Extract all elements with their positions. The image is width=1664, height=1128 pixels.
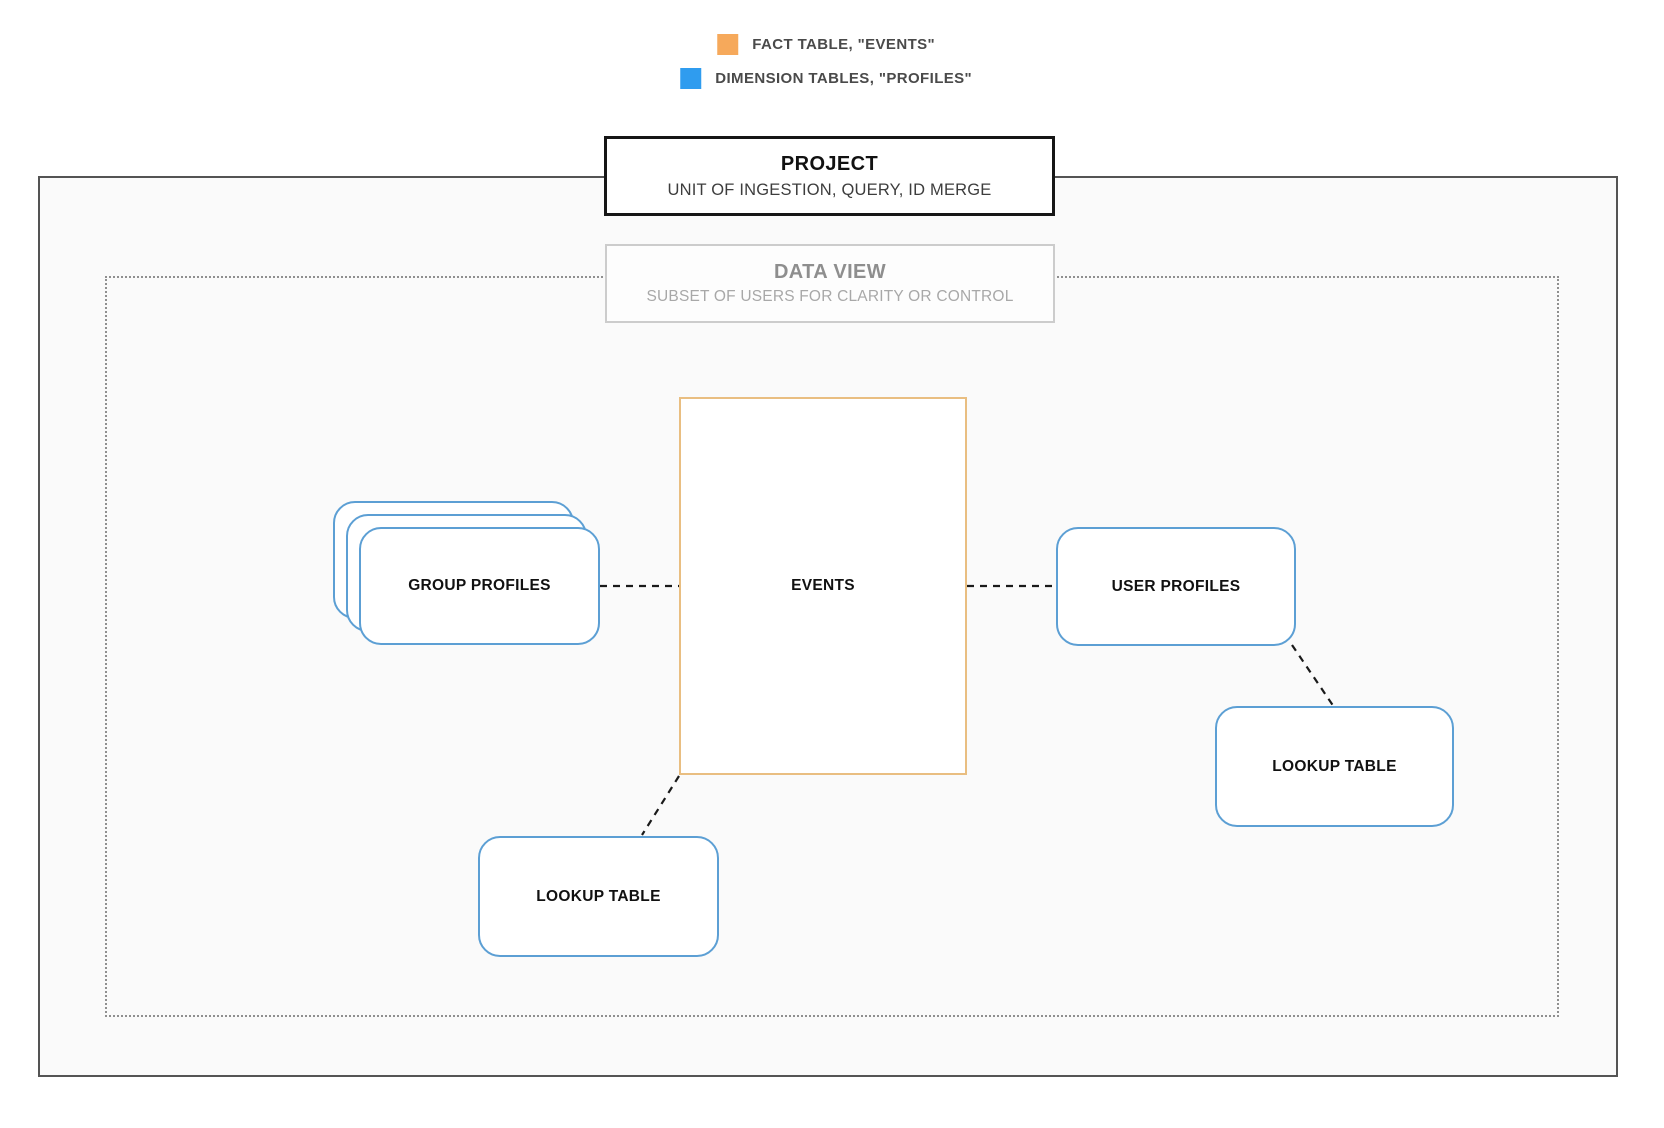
project-box: PROJECT UNIT OF INGESTION, QUERY, ID MER… [604,136,1055,216]
project-title: PROJECT [780,152,879,175]
node-group-profiles-label: GROUP PROFILES [408,577,551,594]
fact-table-swatch-icon [717,34,739,55]
node-lookup-table-bottom: LOOKUP TABLE [478,836,719,957]
node-lookup-table-bottom-label: LOOKUP TABLE [536,887,661,905]
data-view-title: DATA VIEW [773,261,887,283]
node-events-label: EVENTS [791,577,855,594]
legend-item-dimension-tables: DIMENSION TABLES, "PROFILES" [680,68,972,89]
project-subtitle: UNIT OF INGESTION, QUERY, ID MERGE [667,180,992,199]
data-view-subtitle: SUBSET OF USERS FOR CLARITY OR CONTROL [646,288,1014,305]
legend-label-dimension-tables: DIMENSION TABLES, "PROFILES" [715,70,973,87]
node-group-profiles: GROUP PROFILES [333,501,600,645]
edge-user_profiles-to-lookup_table_right [1291,644,1335,708]
node-events: EVENTS [679,397,967,775]
dimension-tables-swatch-icon [680,68,702,89]
node-user-profiles: USER PROFILES [1056,527,1296,646]
legend: FACT TABLE, "EVENTS" DIMENSION TABLES, "… [680,34,972,89]
legend-label-fact-table: FACT TABLE, "EVENTS" [752,36,936,53]
node-user-profiles-label: USER PROFILES [1111,577,1241,595]
edge-events-to-lookup_table_bottom [641,775,680,836]
data-view-box: DATA VIEW SUBSET OF USERS FOR CLARITY OR… [605,244,1055,323]
node-lookup-table-right-label: LOOKUP TABLE [1272,757,1397,775]
node-lookup-table-right: LOOKUP TABLE [1215,706,1454,827]
group-profiles-front-card: GROUP PROFILES [359,527,600,645]
legend-item-fact-table: FACT TABLE, "EVENTS" [717,34,935,55]
